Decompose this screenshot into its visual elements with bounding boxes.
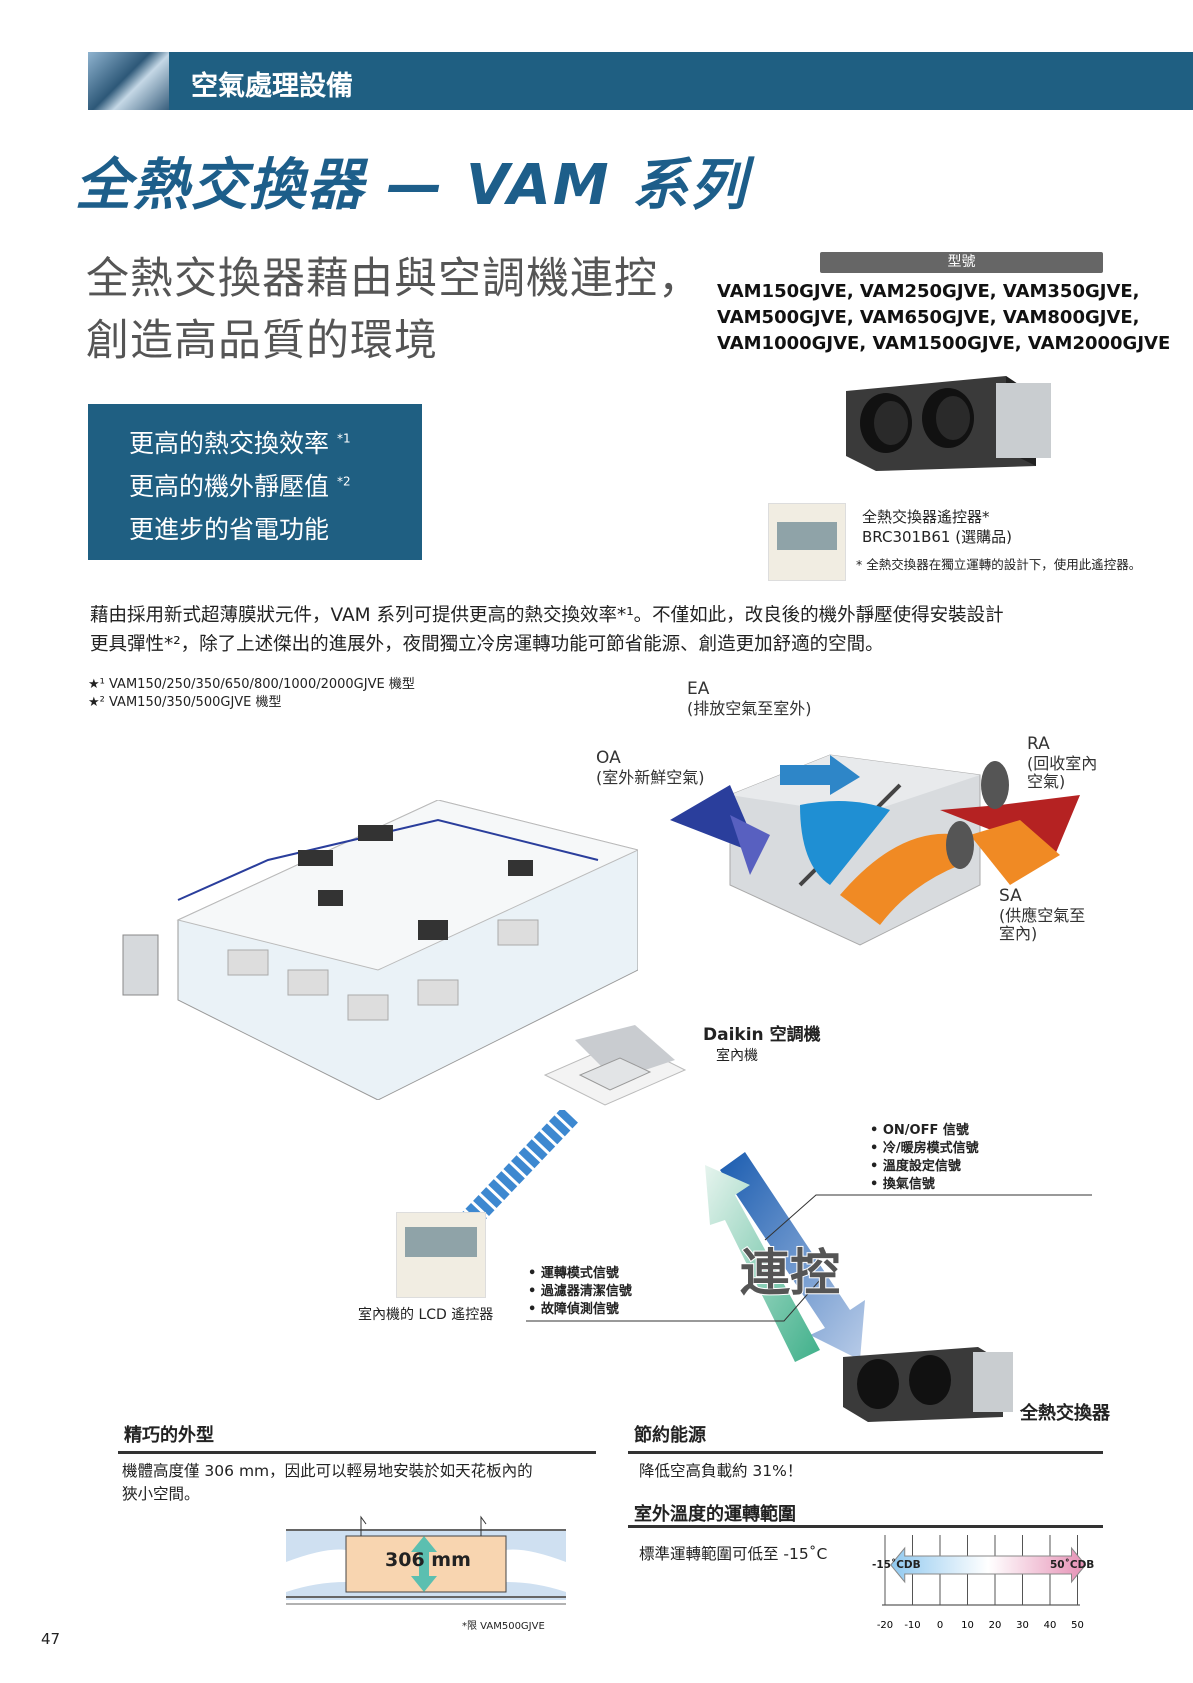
compact-heading: 精巧的外型	[124, 1425, 214, 1446]
sa-label: SA(供應空氣至室內)	[999, 886, 1086, 943]
ea-label: EA(排放空氣至室外)	[687, 679, 812, 718]
dimension-value: 306 mm	[385, 1549, 471, 1571]
scale-tick-label: 0	[937, 1620, 943, 1631]
feature-item: 更高的機外靜壓值 *2	[129, 467, 351, 503]
dimension-note: *限 VAM500GJVE	[462, 1621, 545, 1632]
hrv-airflow-diagram	[670, 754, 1080, 946]
footnote: ★² VAM150/350/500GJVE 機型	[88, 695, 282, 710]
subtitle-line-2: 創造高品質的環境	[86, 316, 438, 366]
feature-text: 更高的熱交換效率	[129, 429, 330, 458]
compact-text-line: 狹小空間。	[122, 1485, 200, 1503]
hrv-unit-image	[843, 1347, 1013, 1422]
model-badge: 型號	[820, 252, 1103, 273]
scale-tick-label: 50	[1071, 1620, 1084, 1631]
scale-tick-label: 10	[961, 1620, 974, 1631]
signal-item: • 運轉模式信號	[528, 1266, 619, 1281]
lcd-remote-label: 室內機的 LCD 遙控器	[358, 1307, 494, 1323]
ra-code: RA	[1027, 734, 1050, 754]
linkage-arrows	[526, 1152, 1092, 1362]
signal-list-right: • ON/OFF 信號 • 冷/暖房模式信號 • 溫度設定信號 • 換氣信號	[870, 1122, 979, 1194]
range-text: 標準運轉範圍可低至 -15˚C	[639, 1545, 828, 1563]
page-number: 47	[41, 1630, 61, 1648]
section-header-bar	[88, 52, 1193, 110]
range-heading: 室外溫度的運轉範圍	[634, 1504, 796, 1525]
range-min-label: -15˚CDB	[872, 1559, 921, 1571]
temperature-range-scale: -20 -10 0 10 20 30 40 50	[877, 1535, 1087, 1631]
scale-tick-label: 30	[1016, 1620, 1029, 1631]
hrv-remote-image	[768, 503, 846, 581]
footnote: ★¹ VAM150/250/350/650/800/1000/2000GJVE …	[88, 677, 415, 692]
feature-text: 更高的機外靜壓值	[129, 472, 330, 501]
signal-item: • 過濾器清潔信號	[528, 1284, 632, 1299]
feature-mark: *1	[336, 431, 351, 446]
signal-item: • 故障偵測信號	[528, 1302, 619, 1317]
divider	[118, 1451, 596, 1454]
model-line: VAM150GJVE, VAM250GJVE, VAM350GJVE,	[717, 281, 1140, 302]
feature-text: 更進步的省電功能	[129, 515, 330, 544]
intro-paragraph-line: 藉由採用新式超薄膜狀元件，VAM 系列可提供更高的熱交換效率*¹。不僅如此，改良…	[90, 605, 1004, 626]
intro-paragraph-line: 更具彈性*²，除了上述傑出的進展外，夜間獨立冷房運轉功能可節省能源、創造更加舒適…	[90, 634, 884, 655]
feature-mark: *2	[336, 474, 351, 489]
remote-model: BRC301B61 (選購品)	[862, 528, 1012, 546]
cassette-ac-image	[543, 1025, 687, 1106]
signal-item: • 冷/暖房模式信號	[870, 1141, 979, 1156]
remote-name: 全熱交換器遙控器*	[862, 508, 990, 526]
feature-item: 更進步的省電功能	[129, 510, 329, 546]
model-line: VAM500GJVE, VAM650GJVE, VAM800GJVE,	[717, 307, 1140, 328]
ra-label: RA(回收室內空氣)	[1027, 734, 1098, 791]
ac-title: Daikin 空調機	[703, 1025, 821, 1045]
ac-subtitle: 室內機	[716, 1048, 758, 1064]
signal-item: • 換氣信號	[870, 1177, 935, 1192]
divider	[628, 1451, 1103, 1454]
section-title: 空氣處理設備	[191, 71, 353, 102]
scale-tick-label: 20	[989, 1620, 1002, 1631]
compact-text: 機體高度僅 306 mm，因此可以輕易地安裝於如天花板內的狹小空間。	[122, 1460, 533, 1506]
header-building-image	[88, 52, 169, 110]
ra-desc: 空氣)	[1027, 771, 1066, 791]
hrv-unit-image	[846, 376, 1051, 471]
feature-item: 更高的熱交換效率 *1	[129, 424, 351, 460]
ea-desc: (排放空氣至室外)	[687, 698, 812, 718]
features-box	[88, 404, 422, 560]
scale-tick-label: 40	[1044, 1620, 1057, 1631]
oa-desc: (室外新鮮空氣)	[596, 767, 705, 787]
divider	[628, 1525, 1103, 1528]
remote-note: * 全熱交換器在獨立運轉的設計下，使用此遙控器。	[856, 557, 1142, 572]
energy-text: 降低空高負載約 31%！	[639, 1462, 803, 1480]
hrv-label: 全熱交換器	[1020, 1403, 1110, 1424]
ra-desc: (回收室內	[1027, 753, 1098, 773]
signal-item: • ON/OFF 信號	[870, 1123, 969, 1138]
sa-code: SA	[999, 886, 1022, 906]
oa-label: OA(室外新鮮空氣)	[596, 748, 705, 787]
lcd-remote-image	[396, 1212, 486, 1298]
scale-tick-label: -10	[904, 1620, 920, 1631]
signal-item: • 溫度設定信號	[870, 1159, 961, 1174]
subtitle-line-1: 全熱交換器藉由與空調機連控，	[86, 254, 702, 304]
wireless-signal-icon	[462, 1110, 578, 1228]
ea-code: EA	[687, 679, 710, 699]
oa-code: OA	[596, 748, 621, 768]
signal-list-left: • 運轉模式信號 • 過濾器清潔信號 • 故障偵測信號	[528, 1265, 632, 1319]
sa-desc: 室內)	[999, 923, 1038, 943]
height-dimension-diagram	[286, 1515, 566, 1605]
range-max-label: 50˚CDB	[1050, 1559, 1095, 1571]
compact-text-line: 機體高度僅 306 mm，因此可以輕易地安裝於如天花板內的	[122, 1462, 533, 1480]
page-title: 全熱交換器 — VAM 系列	[75, 153, 749, 218]
building-installation-illustration	[122, 800, 638, 1100]
scale-tick-label: -20	[877, 1620, 893, 1631]
model-line: VAM1000GJVE, VAM1500GJVE, VAM2000GJVE	[717, 333, 1171, 354]
linkage-center-label: 連控	[739, 1243, 841, 1303]
sa-desc: (供應空氣至	[999, 905, 1086, 925]
energy-heading: 節約能源	[634, 1425, 706, 1446]
